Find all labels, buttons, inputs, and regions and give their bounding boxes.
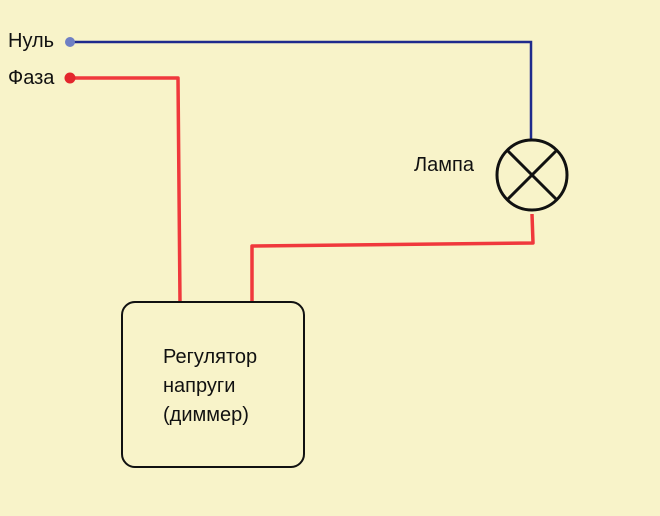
lamp-cross-circle-icon	[495, 138, 569, 212]
phase-wire-to-dimmer	[70, 76, 182, 303]
dimmer-label-line-2: напруги	[163, 375, 236, 397]
neutral-terminal	[65, 37, 75, 47]
dimmer-to-lamp-wire	[250, 213, 535, 302]
dimmer-label-line-3: (диммер)	[163, 404, 249, 426]
dimmer-label-line-1: Регулятор	[163, 346, 258, 368]
neutral-wire	[70, 40, 533, 139]
lamp-label: Лампа	[414, 154, 474, 176]
dimmer-box	[121, 301, 305, 468]
phase-label: Фаза	[8, 67, 55, 89]
neutral-label: Нуль	[8, 30, 55, 52]
phase-terminal	[64, 72, 76, 84]
